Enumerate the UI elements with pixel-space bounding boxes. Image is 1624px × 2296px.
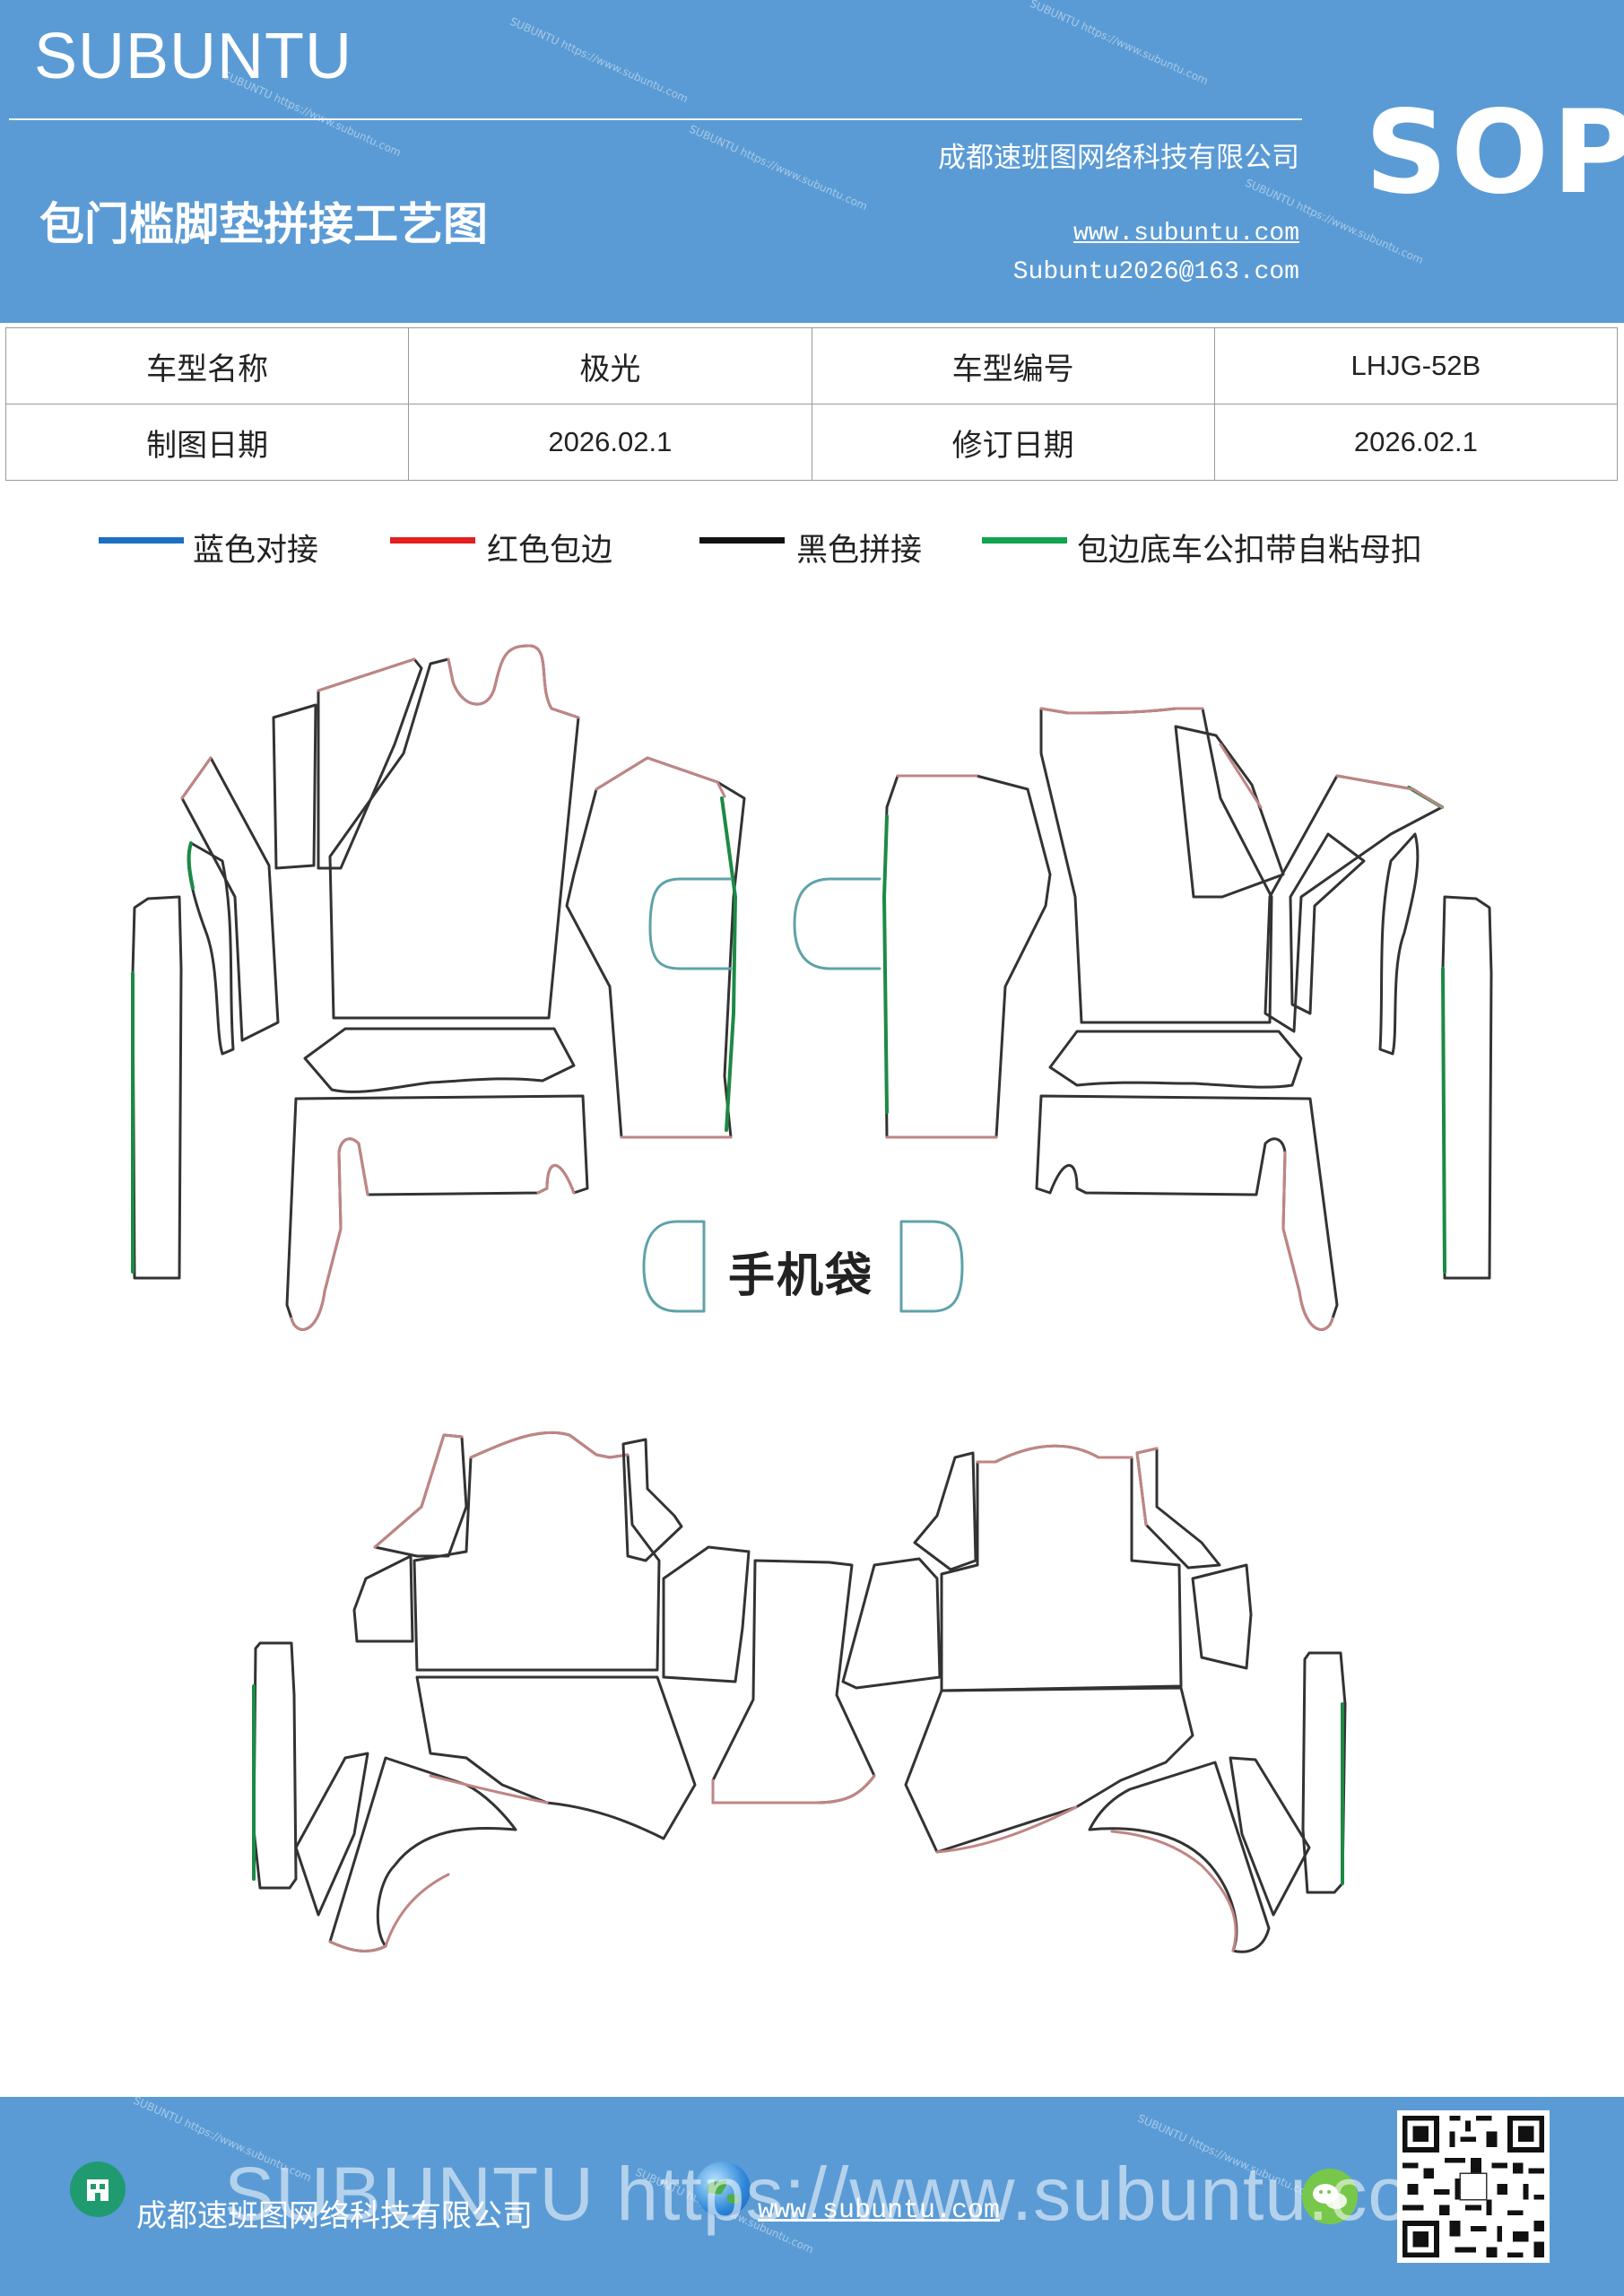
qr-code[interactable] bbox=[1397, 2110, 1550, 2263]
watermark: SUBUNTU https://www.subuntu.com bbox=[687, 122, 870, 213]
piece-wheel-arch bbox=[328, 1756, 517, 1952]
globe-icon bbox=[695, 2161, 751, 2217]
piece-upper-corner-left bbox=[373, 1433, 468, 1558]
vehicle-info-table: 车型名称 极光 车型编号 LHJG-52B 制图日期 2026.02.1 修订日… bbox=[4, 327, 1619, 481]
value-cell: 2026.02.1 bbox=[408, 404, 812, 481]
piece-main-seat-panel bbox=[1039, 707, 1273, 1024]
piece-door-panel bbox=[882, 774, 1052, 1139]
watermark: SUBUNTU https://www.subuntu.com bbox=[1028, 0, 1211, 88]
piece-rear-side-strip bbox=[1301, 1651, 1347, 1894]
piece-rear-panel bbox=[285, 1094, 589, 1331]
piece-phone-pocket-left bbox=[642, 1220, 706, 1313]
piece-left-strip bbox=[1441, 895, 1493, 1280]
piece-small-upper-right bbox=[1191, 1563, 1253, 1670]
legend-swatch bbox=[699, 537, 785, 544]
value-cell: 2026.02.1 bbox=[1213, 404, 1619, 481]
piece-rear-floor-right bbox=[904, 1686, 1194, 1854]
piece-wheel-arch-inner bbox=[294, 1752, 369, 1917]
page-title: 包门槛脚垫拼接工艺图 bbox=[39, 198, 488, 250]
piece-left-strip bbox=[131, 895, 183, 1280]
building-icon bbox=[70, 2161, 126, 2217]
piece-rear-side-strip bbox=[252, 1641, 298, 1890]
footer-banner: SUBUNTU https://www.subuntu.com SUBUNTU … bbox=[0, 2097, 1624, 2296]
piece-small-panel bbox=[1289, 832, 1366, 1015]
legend-label: 红色包边 bbox=[487, 533, 613, 569]
piece-wheel-arch-inner bbox=[1229, 1756, 1311, 1917]
piece-angled-panel bbox=[1174, 725, 1285, 899]
website-link[interactable]: www.subuntu.com bbox=[1073, 220, 1299, 248]
label-cell: 制图日期 bbox=[4, 404, 410, 481]
phone-pocket-label: 手机袋 bbox=[728, 1249, 874, 1303]
piece-door-panel bbox=[565, 756, 746, 1139]
piece-rear-floor-left bbox=[415, 1675, 697, 1840]
legend-swatch bbox=[390, 537, 475, 544]
footer-watermark: SUBUNTU https://www.subuntu.com bbox=[224, 2152, 1475, 2236]
piece-small-upper-left bbox=[352, 1554, 414, 1643]
piece-pillar-inner bbox=[187, 841, 235, 1056]
sop-badge: SOP bbox=[1365, 86, 1624, 220]
watermark: SUBUNTU https://www.subuntu.com bbox=[508, 14, 690, 106]
legend-swatch bbox=[99, 537, 184, 544]
piece-upper-corner-right bbox=[1135, 1447, 1221, 1570]
email-address[interactable]: Subuntu2026@163.com bbox=[1012, 258, 1299, 286]
piece-door-lower-left bbox=[662, 1545, 751, 1683]
legend-label: 包边底车公扣带自粘母扣 bbox=[1077, 533, 1423, 569]
footer-website-link[interactable]: www.subuntu.com bbox=[758, 2196, 1001, 2226]
header-banner: SUBUNTU https://www.subuntu.com SUBUNTU … bbox=[0, 0, 1624, 323]
value-cell: LHJG-52B bbox=[1213, 327, 1619, 404]
piece-pillar-inner bbox=[1378, 832, 1420, 1056]
label-cell: 车型名称 bbox=[4, 327, 410, 404]
legend-label: 蓝色对接 bbox=[193, 533, 319, 569]
wechat-icon[interactable] bbox=[1302, 2169, 1358, 2224]
table-row: 车型名称 极光 车型编号 LHJG-52B bbox=[4, 327, 1619, 404]
piece-door-upper-left bbox=[621, 1438, 683, 1562]
label-cell: 修订日期 bbox=[811, 404, 1215, 481]
table-row: 制图日期 2026.02.1 修订日期 2026.02.1 bbox=[4, 404, 1619, 481]
piece-sill-strip bbox=[303, 1027, 576, 1093]
piece-phone-pocket-right bbox=[899, 1220, 964, 1313]
piece-door-upper-right bbox=[913, 1451, 977, 1571]
legend-label: 黑色拼接 bbox=[796, 533, 923, 569]
brand-logo-text: SUBUNTU bbox=[34, 21, 353, 92]
piece-sill-strip bbox=[1048, 1030, 1303, 1089]
company-name: 成都速班图网络科技有限公司 bbox=[938, 142, 1299, 174]
pattern-drawing: 手机袋 bbox=[0, 592, 1624, 2063]
header-divider bbox=[9, 118, 1302, 120]
pattern-svg bbox=[131, 644, 1493, 1953]
piece-rear-panel bbox=[1035, 1094, 1339, 1331]
piece-window-cutout bbox=[793, 877, 881, 970]
piece-main-seat-panel bbox=[328, 644, 580, 1020]
piece-small-panel bbox=[272, 703, 317, 870]
piece-window-cutout bbox=[648, 877, 733, 970]
piece-center-tunnel bbox=[711, 1559, 876, 1805]
legend-swatch bbox=[982, 537, 1067, 544]
piece-rear-seat-right bbox=[940, 1444, 1183, 1692]
piece-door-lower-right bbox=[841, 1557, 942, 1690]
piece-angled-panel bbox=[317, 657, 423, 870]
value-cell: 极光 bbox=[408, 327, 812, 404]
label-cell: 车型编号 bbox=[811, 327, 1215, 404]
piece-wheel-arch bbox=[1088, 1761, 1271, 1953]
footer-company-name: 成都速班图网络科技有限公司 bbox=[136, 2198, 533, 2234]
